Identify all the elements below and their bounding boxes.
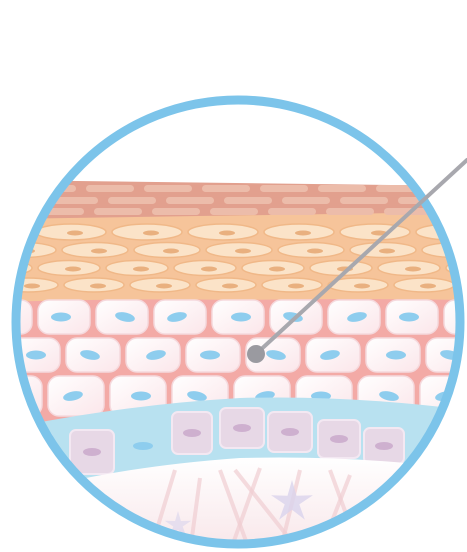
granulosum-nucleus bbox=[133, 267, 149, 272]
granulosum-nucleus bbox=[67, 231, 83, 236]
corneum-scale bbox=[442, 208, 467, 215]
keratinocyte-nucleus bbox=[26, 351, 46, 360]
keratinocyte-nucleus bbox=[386, 351, 406, 360]
corneum-scale bbox=[340, 197, 388, 204]
corneum-scale bbox=[86, 185, 134, 192]
corneum-scale bbox=[0, 185, 18, 192]
basal-nucleus bbox=[281, 428, 299, 436]
corneum-scale bbox=[152, 208, 200, 215]
corneum-scale bbox=[28, 185, 76, 192]
granulosum-nucleus bbox=[0, 267, 13, 272]
granulosum-nucleus bbox=[447, 231, 463, 236]
granulosum-nucleus bbox=[0, 231, 7, 236]
granulosum-nucleus bbox=[235, 249, 251, 254]
keratinocyte-nucleus bbox=[131, 392, 151, 401]
corneum-scale bbox=[210, 208, 258, 215]
granulosum-nucleus bbox=[405, 267, 421, 272]
corneum-scale bbox=[202, 185, 250, 192]
corneum-scale bbox=[0, 197, 40, 204]
granulosum-nucleus bbox=[65, 267, 81, 272]
granulosum-nucleus bbox=[91, 249, 107, 254]
keratinocyte-nucleus bbox=[200, 351, 220, 360]
pointer-tip bbox=[247, 345, 265, 363]
granulosum-nucleus bbox=[222, 284, 238, 289]
corneum-scale bbox=[318, 185, 366, 192]
granulosum-nucleus bbox=[295, 231, 311, 236]
corneum-scale bbox=[282, 197, 330, 204]
keratinocyte-nucleus bbox=[399, 313, 419, 322]
keratinocyte-nucleus bbox=[51, 313, 71, 322]
corneum-scale bbox=[326, 208, 374, 215]
granulosum-cell bbox=[0, 224, 30, 240]
basal-nucleus bbox=[233, 424, 251, 432]
granulosum-nucleus bbox=[201, 267, 217, 272]
basal-nucleus bbox=[27, 448, 45, 456]
basal-nucleus bbox=[183, 429, 201, 437]
corneum-scale bbox=[0, 208, 26, 215]
granulosum-nucleus bbox=[24, 284, 40, 289]
corneum-scale bbox=[144, 185, 192, 192]
corneum-scale bbox=[268, 208, 316, 215]
corneum-scale bbox=[94, 208, 142, 215]
granulosum-nucleus bbox=[143, 231, 159, 236]
granulosum-nucleus bbox=[288, 284, 304, 289]
air-region bbox=[0, 0, 467, 180]
granulosum-nucleus bbox=[90, 284, 106, 289]
granulosum-nucleus bbox=[219, 231, 235, 236]
granulosum-nucleus bbox=[156, 284, 172, 289]
granulosum-nucleus bbox=[307, 249, 323, 254]
corneum-scale bbox=[108, 197, 156, 204]
melanocyte-nucleus bbox=[133, 442, 153, 450]
keratinocyte-nucleus bbox=[231, 313, 251, 322]
granulosum-nucleus bbox=[269, 267, 285, 272]
basal-nucleus bbox=[330, 435, 348, 443]
granulosum-nucleus bbox=[420, 284, 436, 289]
basal-nucleus bbox=[375, 442, 393, 450]
granulosum-nucleus bbox=[354, 284, 370, 289]
granulosum-nucleus bbox=[379, 249, 395, 254]
corneum-scale bbox=[260, 185, 308, 192]
corneum-scale bbox=[224, 197, 272, 204]
granulosum-nucleus bbox=[163, 249, 179, 254]
basal-nucleus bbox=[83, 448, 101, 456]
corneum-scale bbox=[456, 197, 467, 204]
corneum-scale bbox=[166, 197, 214, 204]
